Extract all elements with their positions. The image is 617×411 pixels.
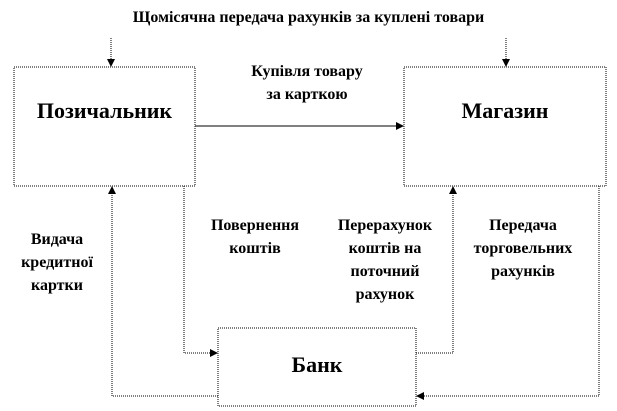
card-issue-label: Видача кредитної картки — [21, 231, 93, 294]
purchase-label: Купівля товару за карткою — [251, 63, 363, 103]
shop-box — [403, 66, 607, 187]
bank-label: Банк — [291, 352, 343, 377]
arrow-invoices — [416, 186, 600, 400]
borrower-box — [13, 66, 196, 187]
transfer-label: Перерахунок коштів на поточний рахунок — [337, 217, 433, 303]
invoices-label: Передача торговельних рахунків — [473, 217, 573, 280]
diagram-title: Щомісячна передача рахунків за куплені т… — [132, 9, 485, 26]
arrow-card-issue — [108, 186, 218, 397]
bank-box — [217, 327, 417, 407]
shop-label: Магазин — [461, 98, 549, 123]
borrower-label: Позичальник — [36, 98, 173, 123]
arrow-repayment — [183, 186, 218, 357]
arrow-transfer — [416, 186, 457, 354]
repayment-label: Повернення коштів — [210, 217, 300, 257]
